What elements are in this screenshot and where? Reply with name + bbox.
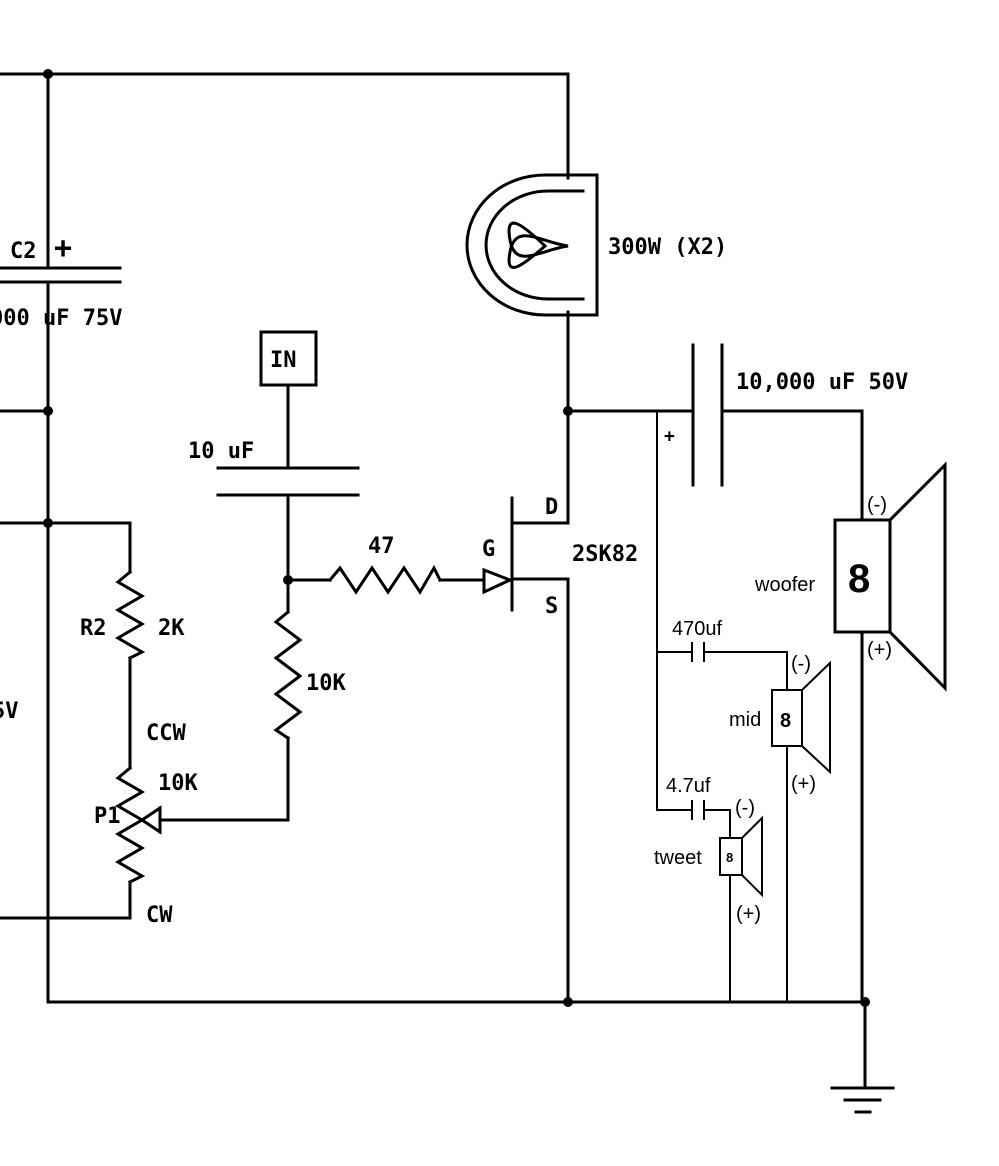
- label-left-voltage: 5V: [0, 699, 19, 724]
- label-c-tweet-value: 4.7uf: [666, 775, 711, 797]
- potentiometer-p1: [115, 765, 162, 885]
- label-c2: C2: [10, 239, 37, 264]
- label-pot-value: 10K: [158, 771, 198, 796]
- label-pot-name: P1: [94, 804, 121, 829]
- label-mid-minus: (-): [791, 653, 811, 675]
- label-tweet-minus: (-): [735, 797, 755, 819]
- mid-speaker: [771, 660, 831, 775]
- capacitor-c2: [0, 266, 122, 284]
- capacitor-tweet: [691, 800, 705, 820]
- crossover-wires: [656, 411, 788, 1002]
- input-terminal: [259, 330, 318, 387]
- label-c-out-value: 10,000 uF 50V: [736, 370, 908, 395]
- wires: [0, 72, 867, 1090]
- capacitor-input: [216, 466, 360, 497]
- label-mid-ohms: 8: [780, 710, 791, 732]
- label-c2-plus: +: [54, 231, 72, 266]
- label-woofer-minus: (-): [867, 494, 887, 516]
- label-r2-name: R2: [80, 616, 107, 641]
- mosfet-2sk82: [482, 496, 514, 612]
- label-r-gate: 47: [368, 534, 395, 559]
- resistor-pulldown: [273, 609, 303, 741]
- label-tweet: tweet: [654, 847, 702, 869]
- label-pot-cw: CW: [146, 903, 173, 928]
- label-c-mid-value: 470uf: [672, 618, 722, 640]
- tweeter-speaker: [719, 815, 763, 898]
- label-mosfet-s: S: [545, 594, 558, 619]
- label-woofer-plus: (+): [867, 639, 892, 661]
- label-mosfet-d: D: [545, 495, 558, 520]
- label-c2-value: 000 uF 75V: [0, 306, 122, 331]
- label-pot-ccw: CCW: [146, 721, 186, 746]
- label-lamp: 300W (X2): [608, 235, 727, 260]
- junction-dots: [43, 69, 870, 1007]
- label-tweet-plus: (+): [736, 903, 761, 925]
- label-mid: mid: [729, 709, 761, 731]
- ground-symbol: [830, 1086, 895, 1114]
- resistor-gate: [327, 564, 443, 595]
- label-tweet-ohms: 8: [726, 850, 733, 865]
- capacitor-mid: [691, 642, 705, 662]
- label-input: IN: [270, 348, 297, 373]
- label-mosfet-g: G: [482, 537, 495, 562]
- lamp-symbol: [465, 173, 599, 317]
- label-c-out-plus: +: [664, 426, 675, 447]
- label-r2-value: 2K: [158, 616, 185, 641]
- label-mosfet-part: 2SK82: [572, 542, 638, 567]
- resistor-r2: [115, 569, 146, 661]
- label-woofer: woofer: [754, 574, 815, 596]
- label-r-pulldown: 10K: [306, 671, 346, 696]
- label-woofer-ohms: 8: [848, 557, 870, 601]
- label-c-in-value: 10 uF: [188, 439, 254, 464]
- capacitor-output: [691, 343, 724, 487]
- woofer-speaker: [833, 461, 947, 692]
- label-mid-plus: (+): [791, 773, 816, 795]
